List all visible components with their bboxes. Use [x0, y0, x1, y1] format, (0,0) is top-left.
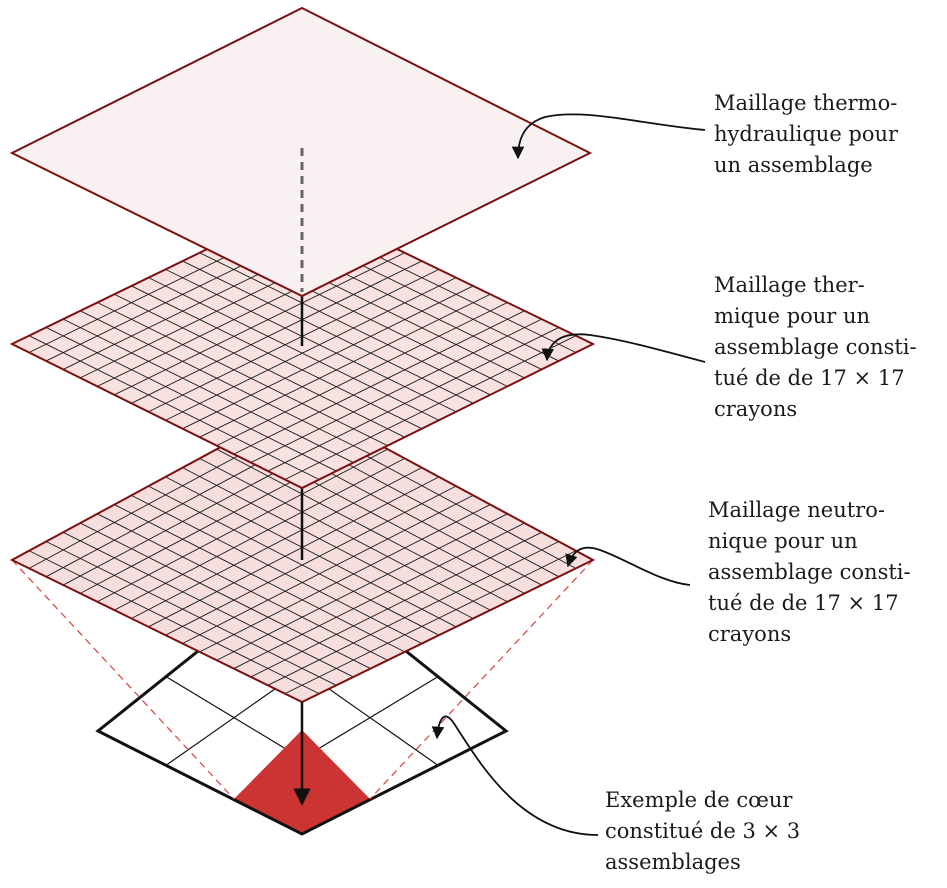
label-line: mique pour un [714, 304, 871, 328]
label-line: Maillage ther- [714, 273, 865, 297]
label-line: assemblage consti- [708, 560, 911, 584]
grid-line [28, 550, 320, 695]
callout-arrow-thermohydraulic [511, 113, 706, 160]
label-thermohydraulic-mesh: Maillage thermo- hydraulique pour un ass… [714, 88, 898, 181]
label-line: constitué de 3 × 3 [605, 819, 801, 843]
grid-line [148, 268, 440, 413]
grid-line [199, 293, 491, 438]
core-border [95, 566, 509, 836]
callout-arrow-neutronic [565, 546, 691, 586]
grid-line [182, 494, 474, 644]
label-thermal-mesh: Maillage ther- mique pour un assemblage … [714, 270, 917, 425]
grid-line [28, 335, 320, 480]
projection-guide-left [11, 559, 235, 800]
callout-arrow-thermal [541, 333, 706, 363]
grid-line [216, 302, 508, 447]
grid-line [284, 550, 577, 695]
grid-line [131, 467, 423, 619]
grid-line [199, 504, 491, 653]
grid-line [114, 293, 405, 438]
label-line: assemblage consti- [714, 335, 917, 359]
grid-line [131, 494, 423, 644]
grid-line [165, 485, 457, 636]
label-line: crayons [714, 397, 798, 421]
projection-guide-right [369, 559, 594, 800]
label-line: tué de de 17 × 17 [708, 591, 899, 615]
grid-line [97, 513, 388, 661]
thermal-border [9, 201, 596, 490]
label-line: nique pour un [708, 529, 858, 553]
grid-line [182, 285, 474, 430]
grid-line [148, 476, 440, 628]
grid-line [250, 531, 542, 678]
label-neutronic-mesh: Maillage neutro- nique pour un assemblag… [708, 495, 911, 650]
label-line: tué de de 17 × 17 [714, 366, 905, 390]
grid-line [165, 476, 457, 628]
grid-line [80, 310, 371, 455]
callout-arrow-core [431, 715, 599, 836]
label-core-example: Exemple de cœur constitué de 3 × 3 assem… [605, 785, 800, 878]
grid-line [267, 327, 559, 472]
grid-line [62, 531, 354, 678]
grid-line [45, 541, 337, 686]
grid-line [216, 513, 508, 661]
grid-line [216, 448, 508, 603]
grid-line [97, 302, 388, 447]
label-line: Exemple de cœur [605, 788, 793, 812]
label-line: assemblages [605, 850, 741, 874]
label-line: hydraulique pour [714, 122, 899, 146]
grid-line [148, 485, 440, 636]
grid-line [97, 448, 388, 603]
grid-line [148, 277, 440, 421]
grid-line [165, 277, 457, 421]
grid-line [267, 541, 559, 686]
grid-line [199, 458, 491, 611]
grid-line [284, 335, 577, 480]
grid-line [199, 252, 491, 396]
label-line: crayons [708, 622, 792, 646]
grid-line [182, 467, 474, 619]
grid-line [114, 504, 405, 653]
grid-line [182, 260, 474, 404]
label-line: Maillage neutro- [708, 498, 885, 522]
grid-line [62, 318, 354, 463]
grid-line [250, 318, 542, 463]
grid-line [165, 268, 457, 413]
grid-line [233, 310, 525, 455]
grid-line [45, 327, 337, 472]
grid-line [80, 522, 371, 669]
grid-line [114, 458, 405, 611]
label-line: Maillage thermo- [714, 91, 898, 115]
grid-line [131, 260, 423, 404]
label-line: un assemblage [714, 153, 873, 177]
grid-line [114, 252, 405, 396]
grid-line [233, 522, 525, 669]
grid-line [131, 285, 423, 430]
